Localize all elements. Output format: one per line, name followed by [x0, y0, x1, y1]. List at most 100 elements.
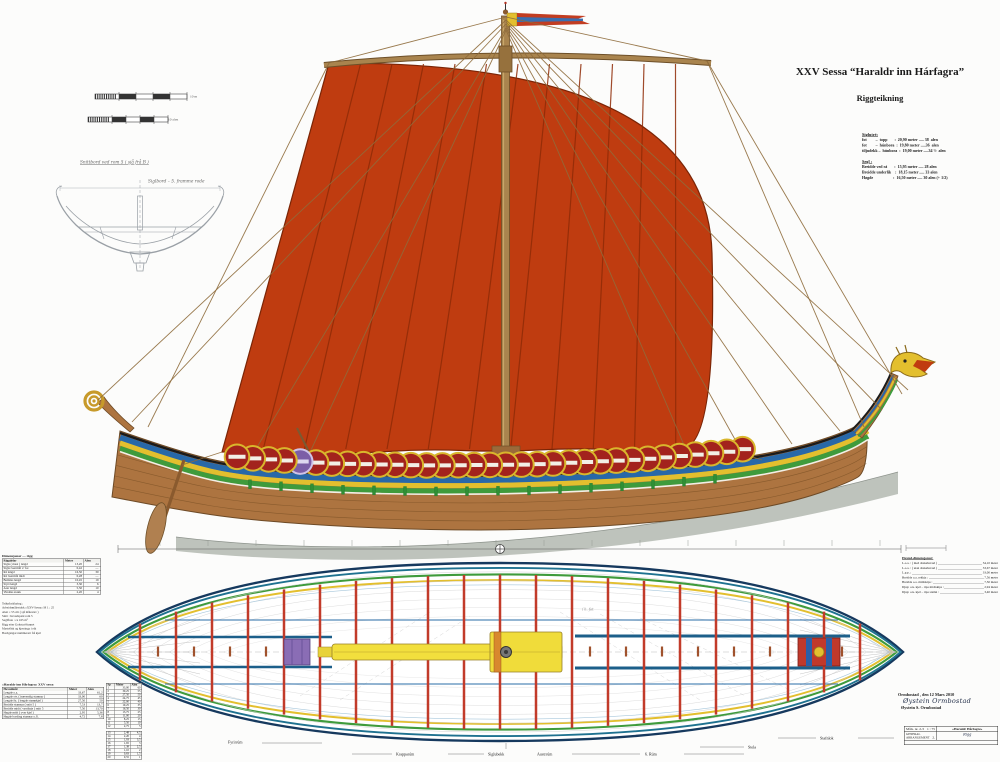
- hull-table-rows: Lengde o.a. 33,67 61,2 Lengde stv. ( inn…: [2, 691, 104, 719]
- table-row: Breidde stamnar ( snitt 5 ) 7,53 13,7: [2, 702, 104, 707]
- sail-seam: [386, 63, 456, 450]
- table-row: Lengde o.a. 33,67 61,2: [3, 691, 103, 695]
- plan-label-rum6-wrap: 6. Rúm: [645, 749, 669, 762]
- plan-stanchion: [840, 646, 844, 657]
- section-hull-line: [65, 205, 215, 245]
- sheer-stripe: [119, 423, 870, 484]
- rigging-line: [706, 60, 903, 395]
- bow-spiral: [83, 390, 105, 412]
- rigging-line: [505, 19, 909, 391]
- plan-label-stafnlok-wrap: Stafnlok: [820, 733, 847, 751]
- main-dimensions-block: Hovud-dimensjonar: L.o.a. : ( med drakeh…: [902, 556, 998, 596]
- rigging-line: [181, 451, 223, 466]
- dimension-row: Djup: o.k. kjøl – ripa midtskips :2,94 m…: [902, 585, 998, 590]
- owner-name: Øystein S. Ormbostad: [901, 705, 942, 710]
- table-row: Vindáss stokk 2,20 4: [2, 590, 101, 594]
- bow-deck-plank: [103, 629, 201, 653]
- plan-mast-partner-bar: [493, 631, 502, 673]
- cross-section-sketch: [55, 180, 225, 272]
- page-title: XXV Sessa “Haraldr inn Hárfagra”: [795, 66, 965, 78]
- rigging-line: [97, 19, 507, 401]
- titleblock-scale: 1 : 75: [927, 727, 935, 731]
- table-row: 4 24,75 45: [106, 696, 142, 700]
- hull-table-title: «Haraldr inn Hårfagra» XXV sessa: [2, 683, 54, 687]
- page-subtitle: Riggteikning: [856, 93, 904, 103]
- section-hull-line: [56, 195, 224, 255]
- table-row: 12 2,75 5: [106, 724, 142, 728]
- section-mast: [137, 195, 143, 231]
- note-line: Alen = 55 cm ( sjå målestav ): [2, 610, 39, 614]
- hull-table-header: Hovudmål Meter Alen: [2, 687, 104, 691]
- table-row: 9 11,00 20: [106, 714, 142, 718]
- bow-deck-plank: [103, 651, 201, 686]
- titleblock-scale-label: Måls. nr. 2-3: [906, 727, 924, 731]
- ship-side-view: [83, 1, 947, 560]
- sheer-stripe: [119, 428, 870, 489]
- station-table: Sp Meter Alen 1 33,00 60 2 30,25 55: [106, 683, 142, 729]
- oarport-tab: [620, 481, 624, 491]
- note-line: Mastefisk og kjerringa i eik: [2, 627, 37, 631]
- table-row: 20 0,55 1: [106, 755, 142, 759]
- plan-label-siglubekk-wrap: Siglubekk: [488, 749, 520, 762]
- ship-plan-view: [95, 561, 905, 755]
- hull-table-block: «Haraldr inn Hårfagra» XXV sessa Hovudmå…: [2, 683, 104, 755]
- rigging-line: [505, 25, 793, 445]
- station-table-header: Sp Meter Alen: [106, 683, 142, 687]
- stern-deck-plank: [799, 651, 897, 675]
- table-row: 3 27,50 50: [106, 693, 142, 697]
- dimension-row: L.o.a. : ( med drakehovud )34,10 meter: [902, 561, 998, 566]
- table-row: 15 1,93 3,5: [106, 738, 142, 742]
- stern-stripe: [853, 374, 895, 433]
- titleblock-row-2: GENERAL ARRANGEMENT 2. Rigg: [904, 731, 998, 740]
- stern-stripe: [857, 378, 899, 438]
- sketch-note-2-wrap: Siglbord – 5. framme rode: [148, 176, 261, 194]
- oarport-tab: [403, 486, 407, 496]
- spec-row: fot – topp : 20,90 meter ..... 38 alen: [862, 137, 938, 143]
- scale-bars: [87, 92, 188, 124]
- rigging-line: [328, 16, 507, 64]
- plan-pencil-note-wrap: í h. fot: [582, 604, 605, 622]
- oarport-tab: [713, 474, 717, 484]
- oarport-tab: [310, 483, 314, 493]
- table-row: 17 1,38 2,5: [106, 745, 142, 749]
- titleblock-project: «Haraldr Hårfagre»: [936, 726, 998, 732]
- oarport-tab: [682, 476, 686, 487]
- bow-deck-plank: [103, 618, 201, 653]
- scalebar-alen-label: 10 alen: [168, 117, 179, 122]
- rigging-line: [304, 29, 507, 464]
- table-row: 10 8,25 15: [106, 717, 142, 721]
- plan-stanchion: [768, 646, 772, 657]
- section-keel: [135, 262, 145, 272]
- titleblock-row-3: [904, 740, 998, 745]
- table-row: Rá lengd 16,50 30: [2, 570, 101, 574]
- plan-label-krapparum-wrap: Krapparúm: [396, 749, 432, 762]
- page-title-wrap: XXV Sessa “Haraldr inn Hárfagra”: [762, 66, 998, 78]
- spec-row: Høgde : 16,50 meter ..... 30 alen (+ 1/2…: [862, 175, 948, 180]
- place-date: Ormbostad , den 12 Mars 2010: [898, 692, 955, 697]
- spec-block: Siglutré: fot – topp : 20,90 meter .....…: [862, 132, 998, 202]
- rig-table-rows: Sigla ( mast ) lengd 13,20 24 Sigla tver…: [2, 562, 101, 594]
- plan-band: [97, 566, 903, 738]
- dragon-eye: [903, 359, 907, 363]
- oarport-tab: [341, 485, 345, 495]
- rigging-line: [249, 27, 507, 460]
- bow-deck-plank: [103, 640, 201, 653]
- sail-seam: [345, 63, 425, 450]
- sail-seam: [468, 63, 519, 450]
- station-table2-rows: 13 2,48 4,5 14 2,20 4 15 1,93 3,5 16 1,6…: [106, 731, 142, 759]
- table-row: Breidde midt ( vasslinje ) snitt 5 7,50 …: [2, 706, 104, 711]
- sail-spec-rows: Breidde ved rá : 15,95 meter ..... 28 al…: [862, 164, 998, 181]
- table-row: 8 13,75 25: [106, 710, 142, 714]
- table-row: Styri lengd 3,30 6: [2, 582, 101, 586]
- plan-label-krapparum: Krapparúm: [396, 752, 415, 757]
- bow-deck-plank: [103, 651, 201, 675]
- hull-strake: [114, 454, 867, 513]
- dragon-horn: [904, 344, 908, 354]
- plan-stanchion: [732, 646, 736, 657]
- oarport-tab: [248, 479, 252, 489]
- hull-strake: [115, 446, 868, 504]
- plan-stanchion: [588, 646, 592, 657]
- dimension-row: Djup: o.k. kjøl – ripa stamn :3,40 meter: [902, 590, 998, 594]
- plan-stanchion: [264, 646, 268, 657]
